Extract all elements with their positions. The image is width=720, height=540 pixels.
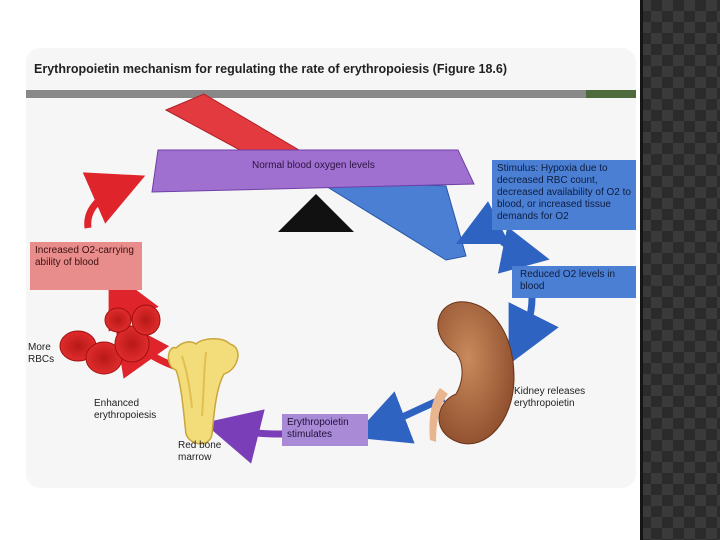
blue-arrow-kidney [508,297,559,365]
red-arrow-up [82,172,146,229]
normal-oxygen-label: Normal blood oxygen levels [252,160,375,171]
fulcrum [278,194,354,232]
more-rbcs-label: More RBCs [28,342,55,365]
rbc-cell [131,304,161,336]
kidney-illustration [437,301,515,445]
ureter [429,388,448,442]
blue-arrow-reduced [497,226,550,274]
kidney-label: Kidney releases erythropoietin [514,386,586,409]
page-title: Erythropoietin mechanism for regulating … [34,62,508,76]
blue-arrow-stimulus [455,201,510,245]
slide: Erythropoietin mechanism for regulating … [26,48,636,488]
diagram-artwork [59,93,559,464]
red-bone-marrow-label: Red bone marrow [178,440,222,463]
rbc-cell [114,325,150,363]
decorative-side-panel [640,0,720,540]
reduced-o2-box: Reduced O2 levels in blood [512,266,636,298]
purple-arrow-marrow [203,409,283,464]
stimulus-box: Stimulus: Hypoxia due to decreased RBC c… [492,160,636,230]
erythropoietin-stimulates-box: Erythropoietin stimulates [282,414,368,446]
rbc-cell [104,307,132,333]
title-underline [26,90,636,98]
purple-balance-slab [151,149,475,193]
increased-capacity-box: Increased O2-carrying ability of blood [30,242,142,290]
enhanced-erythropoiesis-label: Enhanced erythropoiesis [94,398,157,421]
title-underline-accent [586,90,636,98]
